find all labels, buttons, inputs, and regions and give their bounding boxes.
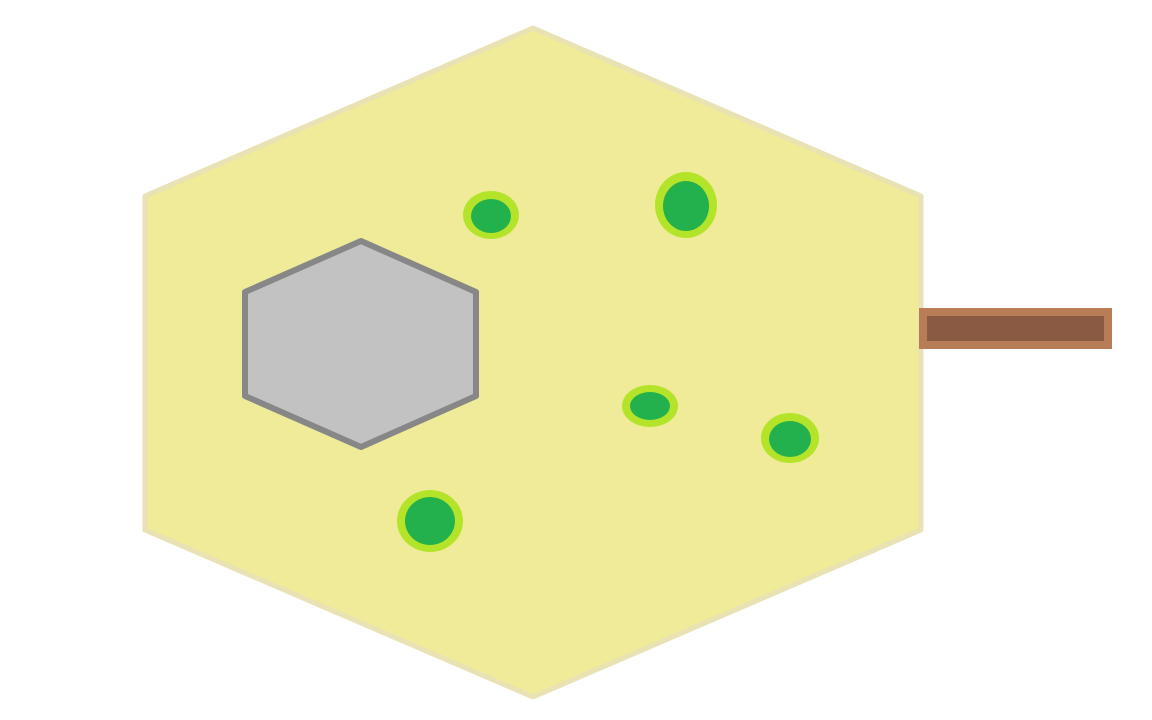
gray-hex-obstacle[interactable]: [242, 238, 479, 450]
bush-group: [397, 172, 819, 552]
bush-icon[interactable]: [397, 490, 463, 552]
plank-board: [927, 316, 1104, 341]
bush-icon[interactable]: [655, 172, 717, 238]
bush-icon[interactable]: [622, 385, 678, 427]
wooden-plank[interactable]: [919, 308, 1112, 349]
large-hex-tile[interactable]: [142, 25, 924, 700]
bush-icon[interactable]: [463, 191, 519, 239]
bush-icon[interactable]: [761, 413, 819, 463]
